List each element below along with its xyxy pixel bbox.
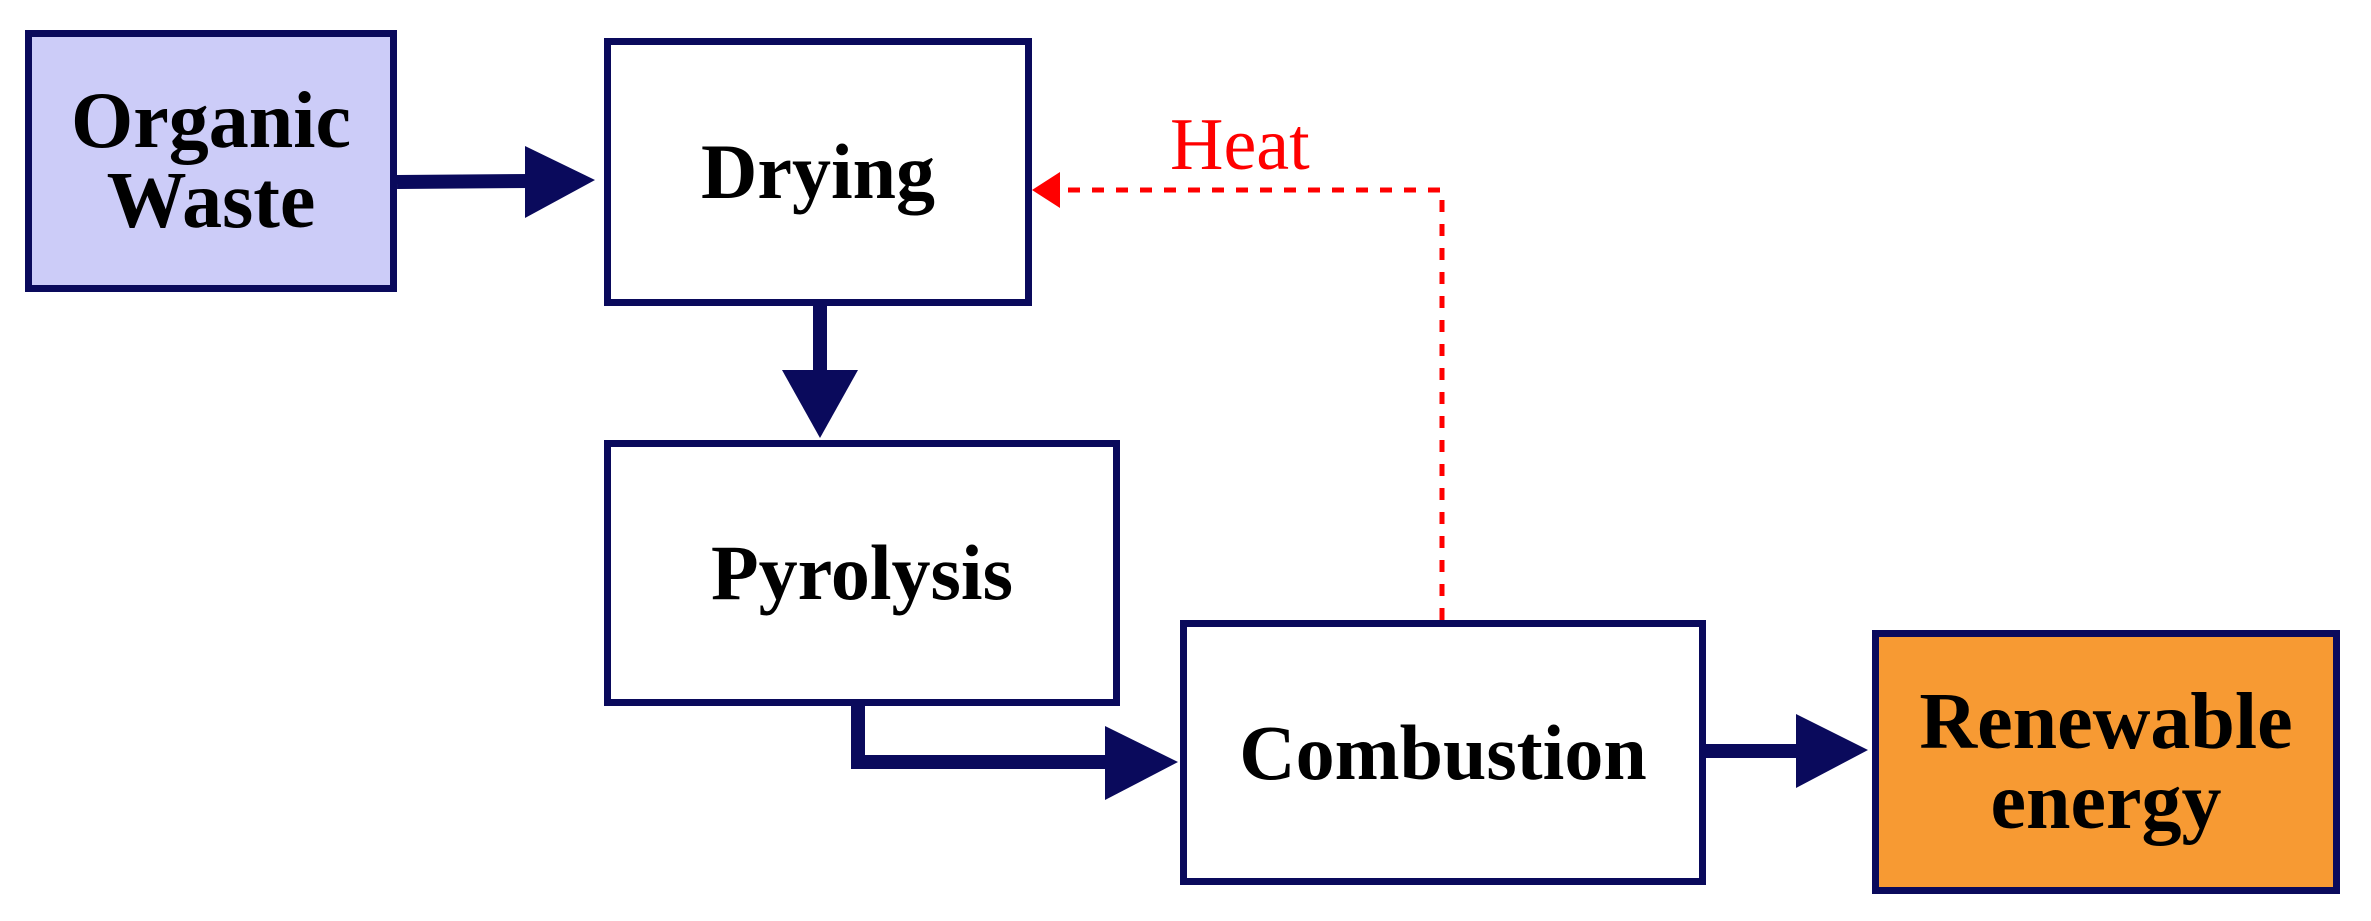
node-combustion-label: Combustion (1239, 708, 1647, 796)
node-pyrolysis: Pyrolysis (604, 440, 1120, 706)
arrow-heat-feedback (1032, 172, 1445, 620)
arrow-pyrolysis-to-combustion (851, 706, 1178, 800)
node-combustion: Combustion (1180, 620, 1706, 885)
arrow-combustion-to-renewable (1706, 714, 1868, 788)
node-drying: Drying (604, 38, 1032, 306)
node-renewable-energy: Renewable energy (1872, 630, 2340, 894)
node-organic-waste: Organic Waste (25, 30, 397, 292)
node-pyrolysis-label: Pyrolysis (711, 529, 1013, 616)
node-renewable-energy-label: Renewable energy (1919, 678, 2293, 846)
heat-edge-label: Heat (1170, 104, 1310, 186)
arrow-organic-to-drying (396, 146, 595, 218)
node-drying-label: Drying (701, 128, 935, 215)
arrow-drying-to-pyrolysis (782, 306, 858, 438)
node-organic-waste-label: Organic Waste (71, 77, 351, 245)
